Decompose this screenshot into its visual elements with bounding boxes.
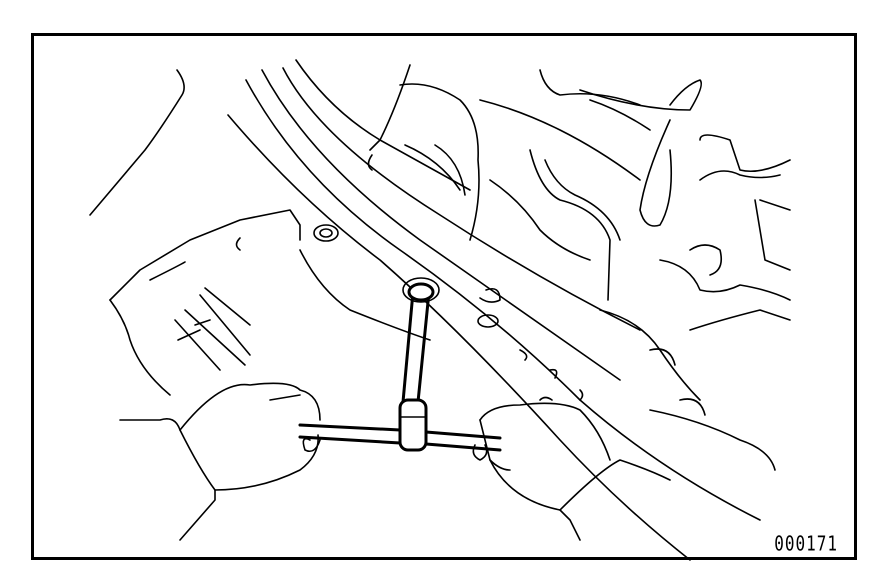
t-handle-right-top [424,430,502,440]
small-hole-4 [549,368,558,379]
frame-rail-line-1 [227,114,691,561]
round-detail [649,348,676,366]
hatch-3 [199,294,251,356]
hole-1 [313,224,339,242]
bracket-edge-3 [754,199,791,271]
right-thumb [472,444,488,461]
component-detail-2 [404,144,461,191]
frame-rail-line-2 [245,79,761,521]
frame-rail-line-4 [282,67,641,331]
right-wrist [559,459,671,511]
top-line-2 [589,99,651,131]
hole-1-inner [319,228,333,238]
hatch-2 [184,309,246,366]
left-thumb [302,437,321,453]
t-handle-left-top [298,423,402,432]
floor-pan-detail [149,261,186,281]
pipe-bend-2 [544,159,621,241]
bolt-head [689,244,723,276]
round-detail-2 [679,398,706,416]
small-hole-3 [519,349,528,361]
component-edge [369,64,411,151]
hatch-cross-1 [177,329,201,341]
hatch-cross-2 [194,319,211,326]
suspension-edge [659,259,791,301]
component-detail [434,144,466,196]
wrench-shaft-right [416,290,431,404]
nut-icon [479,287,501,303]
frame-rail-line-3 [261,69,621,381]
suspension-lower [649,409,776,471]
left-hand-top [179,382,321,431]
bracket-edge [699,134,791,173]
t-handle-left-bottom [298,435,402,445]
bracket-edge-2 [699,170,781,181]
small-hole-6 [579,389,584,401]
hatch-1 [174,319,221,371]
figure-code: 000171 [774,531,838,556]
top-line [539,69,641,106]
arm-line [689,309,791,331]
wrench-socket [398,398,428,452]
floor-pan-top [109,209,301,301]
hole-2 [477,314,499,328]
small-hole-5 [539,396,553,401]
bolt-ring [402,277,440,303]
figure-frame [31,33,857,560]
component-body [399,83,480,241]
body-panel-edge [89,69,185,216]
tick-line [759,199,791,211]
frame-rail-line-5 [295,59,471,191]
bracket-line [489,179,591,261]
left-finger-line [269,394,301,401]
left-wrist [119,417,181,431]
socket-top [407,282,435,302]
floor-pan-edge [299,249,431,341]
hatch-4 [204,287,251,326]
small-hole-2 [367,154,373,171]
floor-pan-left [109,299,171,396]
hook-loop-2 [639,119,673,227]
pipe-bend [529,149,611,301]
pipe-line [479,99,641,181]
suspension-body [599,309,701,401]
wrench-shaft-left [401,290,415,404]
right-hand-top [479,402,611,461]
small-hole [235,237,241,251]
hook-loop [579,79,703,111]
